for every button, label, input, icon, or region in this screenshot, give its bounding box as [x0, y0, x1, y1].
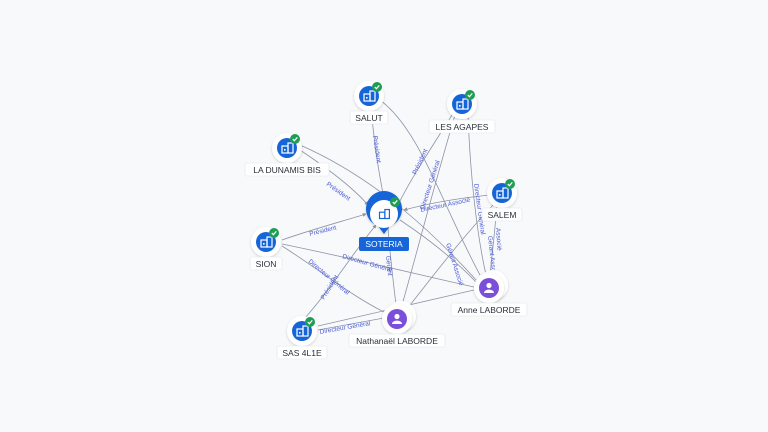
node-label: LES AGAPES: [436, 122, 489, 132]
node-anne-laborde[interactable]: Anne LABORDE: [450, 270, 528, 317]
node-label: Nathanaël LABORDE: [356, 336, 438, 346]
edge-soteria-anne: [399, 219, 477, 283]
node-la-dunamis-bis[interactable]: LA DUNAMIS BIS: [244, 133, 330, 177]
edge-sion-soteria: [281, 213, 367, 241]
edge-label: Associé: [494, 228, 503, 252]
edge-label: Président: [371, 135, 382, 163]
edge-sion-nathanael: [281, 245, 385, 313]
edge-sas-nathanael: [317, 317, 385, 331]
edge-label: Gérant Associé: [486, 235, 498, 280]
center-label: SOTERIA: [365, 239, 403, 249]
node-label: SION: [256, 259, 277, 269]
verified-icon: [465, 90, 475, 100]
node-salut[interactable]: SALUT: [349, 81, 389, 125]
edge-salut-anne: [379, 99, 481, 276]
verified-icon: [269, 228, 279, 238]
node-sion[interactable]: SION: [249, 227, 283, 271]
edge-sion-anne: [281, 243, 475, 288]
edge-agapes-anne: [467, 114, 487, 276]
verified-icon: [290, 134, 300, 144]
node-label: SALUT: [355, 113, 382, 123]
verified-icon: [390, 197, 400, 207]
edge-dunamis-soteria: [299, 149, 369, 206]
node-label: LA DUNAMIS BIS: [253, 165, 321, 175]
verified-icon: [505, 179, 515, 189]
verified-icon: [305, 317, 315, 327]
edge-sas-soteria: [304, 224, 377, 319]
edge-label: Président: [411, 148, 429, 176]
node-salem[interactable]: SALEM: [481, 178, 523, 222]
edge-soteria-nathanael: [387, 227, 397, 306]
node-sas-4l1e[interactable]: SAS 4L1E: [276, 316, 328, 360]
node-nathanael-laborde[interactable]: Nathanaël LABORDE: [348, 301, 446, 348]
node-les-agapes[interactable]: LES AGAPES: [428, 89, 496, 134]
edge-agapes-nathanael: [401, 114, 456, 306]
edges: [281, 99, 498, 331]
verified-icon: [372, 82, 382, 92]
node-label: Anne LABORDE: [458, 305, 521, 315]
node-label: SALEM: [488, 210, 517, 220]
edge-label: Président: [325, 181, 352, 203]
node-label: SAS 4L1E: [282, 348, 322, 358]
node-soteria-center[interactable]: SOTERIA: [359, 191, 409, 251]
edge-label: Directeur Général: [319, 320, 371, 336]
edge-salem-soteria: [403, 194, 491, 212]
edge-label: Gérant: [384, 255, 393, 276]
